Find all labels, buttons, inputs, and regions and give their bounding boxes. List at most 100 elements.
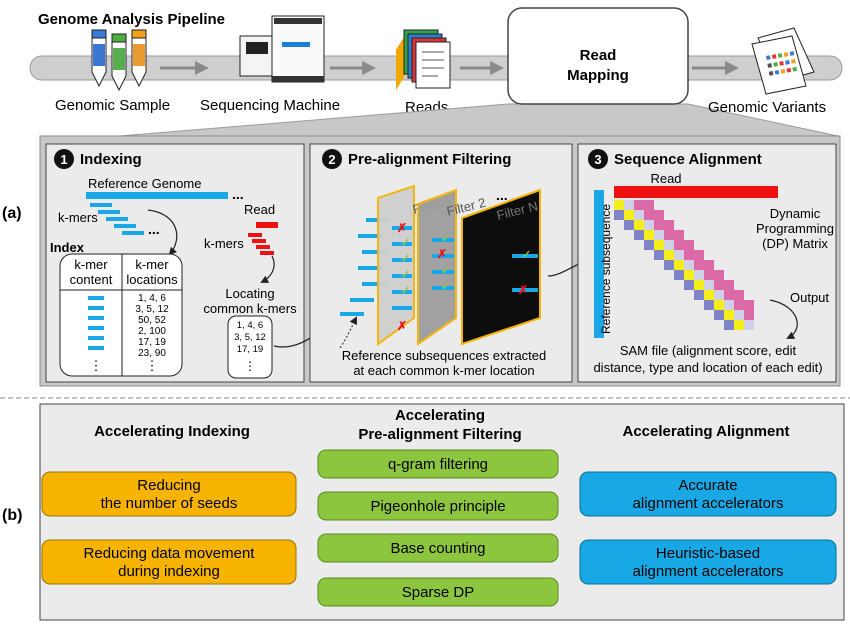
reference-genome-bar — [86, 192, 228, 199]
dp-cell — [734, 300, 744, 310]
dp-cell — [634, 230, 644, 240]
accel-indexing-heading: Accelerating Indexing — [94, 423, 250, 440]
step-number-1: 1 — [60, 152, 67, 167]
dp-cell — [724, 310, 734, 320]
accel-item-pigeonhole — [317, 491, 559, 521]
reference-subsequence-label: Reference subsequence — [599, 204, 613, 334]
accel-alignment-heading: Accelerating Alignment — [623, 423, 790, 440]
step-number-badge — [322, 149, 342, 169]
svg-text:✓: ✓ — [401, 237, 410, 249]
reference-genome-label: Reference Genome — [88, 176, 201, 191]
svg-text:✓: ✓ — [441, 281, 450, 293]
dp-cell — [674, 260, 684, 270]
dp-cell — [704, 300, 714, 310]
step-genomic-variants: Genomic Variants — [708, 99, 826, 116]
dp-cell — [634, 200, 644, 210]
accel-item-label: Reducing data movement — [84, 545, 256, 562]
svg-text:✗: ✗ — [437, 247, 447, 261]
dp-cell — [634, 220, 644, 230]
output-label: Output — [790, 290, 829, 305]
dp-cell — [654, 220, 664, 230]
indexing-title: Indexing — [80, 151, 142, 168]
dp-cell — [634, 210, 644, 220]
accel-item-label: Accurate — [678, 477, 737, 494]
read-kmers-arrow — [260, 255, 275, 283]
index-location: 2, 100 — [138, 326, 166, 337]
dp-cell — [664, 220, 674, 230]
dp-cell — [744, 300, 754, 310]
dp-cell — [704, 270, 714, 280]
index-table — [59, 253, 183, 377]
index-col2-header: locations — [126, 272, 178, 287]
part-label-a: (a) — [2, 205, 22, 222]
dp-cell — [644, 210, 654, 220]
read-mapping-line2: Mapping — [567, 67, 629, 84]
dp-cell — [644, 230, 654, 240]
dp-cell — [644, 220, 654, 230]
read-kmers — [248, 233, 274, 255]
dp-cell — [614, 210, 624, 220]
dp-cell — [724, 280, 734, 290]
alignment-title: Sequence Alignment — [614, 151, 762, 168]
dp-cell — [644, 200, 654, 210]
index-col1-header: k-mer — [74, 257, 108, 272]
filtering-caption: Reference subsequences extracted — [342, 348, 547, 363]
common-vdots: ⋮ — [244, 359, 256, 373]
dp-cell — [724, 290, 734, 300]
dp-cell — [694, 260, 704, 270]
kmers-arrow — [147, 209, 178, 256]
dp-cell — [654, 240, 664, 250]
accel-item-accurate-alignment — [579, 471, 837, 517]
dp-cell — [684, 270, 694, 280]
dp-cell — [724, 300, 734, 310]
accel-filtering-heading: Pre-alignment Filtering — [358, 426, 521, 443]
dp-cell — [714, 290, 724, 300]
read-kmers-label: k-mers — [204, 236, 244, 251]
dp-cell — [674, 240, 684, 250]
filter-1-marks: ✗ ✓ ✓ ✓ ✓ ✗ — [392, 221, 412, 333]
dp-cell — [714, 310, 724, 320]
accel-item-label: Base counting — [390, 540, 485, 557]
accel-item-reducing-data-movement — [41, 539, 297, 585]
kmers-ellipsis: ... — [148, 221, 160, 237]
accel-filtering-heading: Accelerating — [395, 407, 485, 424]
svg-text:✓: ✓ — [401, 285, 410, 297]
dp-matrix-label: Dynamic — [770, 206, 821, 221]
svg-text:✓: ✓ — [401, 253, 410, 265]
dp-matrix — [614, 200, 754, 330]
index-location: 23, 90 — [138, 348, 166, 359]
locating-label: Locating — [225, 286, 274, 301]
step-genomic-sample: Genomic Sample — [55, 97, 170, 114]
svg-text:✓: ✓ — [441, 233, 450, 245]
dp-cell — [694, 250, 704, 260]
dp-cell — [694, 270, 704, 280]
dp-cell — [654, 230, 664, 240]
locating-label: common k-mers — [203, 301, 297, 316]
dp-cell — [624, 200, 634, 210]
genomic-variants-icon — [751, 27, 815, 95]
dp-cell — [694, 280, 704, 290]
dp-cell — [624, 220, 634, 230]
accel-item-label: the number of seeds — [101, 495, 238, 512]
accel-item-qgram — [317, 449, 559, 479]
index-vdots: ⋮ — [146, 358, 159, 373]
dp-matrix-label: Programming — [756, 221, 834, 236]
index-label: Index — [50, 240, 85, 255]
dp-cell — [714, 270, 724, 280]
output-arrow — [769, 299, 798, 339]
read-mapping-line1: Read — [580, 47, 617, 64]
accel-item-label: Heuristic-based — [656, 545, 760, 562]
filter-n-plane — [461, 188, 541, 346]
svg-text:✓: ✓ — [522, 249, 531, 261]
accel-item-label: Reducing — [137, 477, 200, 494]
step-number-badge — [588, 149, 608, 169]
filter-1-plane — [377, 184, 415, 346]
dp-cell — [704, 290, 714, 300]
alignment-read-bar — [614, 186, 778, 198]
filter-2-marks: ✓ ✗ ✓ ✓ — [432, 233, 454, 293]
index-location: 3, 5, 12 — [135, 304, 169, 315]
sequencing-machine-icon — [239, 15, 325, 83]
accel-item-sparse-dp — [317, 577, 559, 607]
dp-cell — [664, 230, 674, 240]
dp-cell — [614, 200, 624, 210]
